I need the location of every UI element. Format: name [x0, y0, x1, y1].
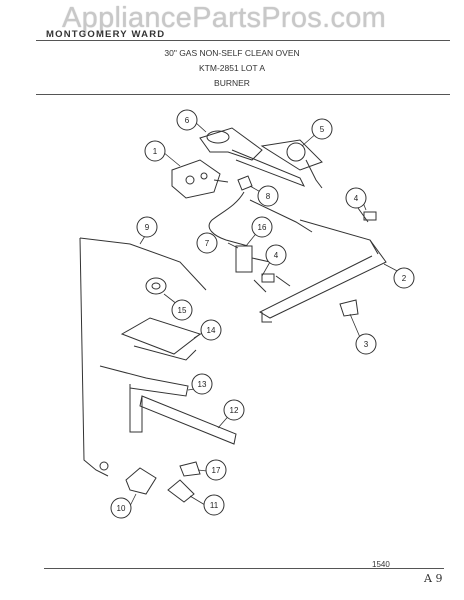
callout-12: 12 [223, 399, 245, 421]
svg-text:13: 13 [198, 380, 207, 389]
part-17-drawing [179, 461, 201, 477]
svg-text:7: 7 [205, 239, 210, 248]
svg-text:16: 16 [258, 223, 267, 232]
part-7-drawing [208, 191, 313, 247]
svg-text:4: 4 [274, 251, 279, 260]
callout-6: 6 [176, 109, 198, 131]
part-5-drawing [260, 139, 323, 189]
part-13-drawing [99, 365, 189, 433]
part-8-drawing [237, 175, 253, 191]
svg-text:12: 12 [230, 406, 239, 415]
svg-text:1: 1 [153, 147, 158, 156]
header-rule-bottom [36, 94, 450, 95]
svg-text:11: 11 [210, 501, 219, 510]
part-4a-drawing [357, 207, 377, 223]
part-4b-drawing [253, 273, 291, 293]
part-14-drawing [120, 317, 202, 361]
callout-4b: 4 [265, 244, 287, 266]
part-10-drawing [125, 467, 157, 495]
svg-text:17: 17 [212, 466, 221, 475]
svg-text:6: 6 [185, 116, 190, 125]
callout-10: 10 [110, 497, 132, 519]
part-12-drawing [139, 395, 237, 445]
header-rule-top [36, 40, 450, 41]
part-11-drawing [167, 479, 195, 503]
callout-14: 14 [200, 319, 222, 341]
callout-9: 9 [136, 216, 158, 238]
part-1-drawing [171, 159, 229, 199]
callout-1: 1 [144, 140, 166, 162]
callout-7: 7 [196, 232, 218, 254]
svg-text:15: 15 [178, 306, 187, 315]
callout-17: 17 [205, 459, 227, 481]
callout-15: 15 [171, 299, 193, 321]
callout-3: 3 [355, 333, 377, 355]
brand-label: MONTGOMERY WARD [46, 29, 166, 40]
svg-text:4: 4 [354, 194, 359, 203]
part-9-drawing [79, 237, 207, 477]
callouts: 1 2 3 4 4 5 6 [110, 109, 415, 519]
callout-2: 2 [393, 267, 415, 289]
drawing-number: 1540 [372, 560, 390, 569]
part-16-drawing [235, 245, 271, 273]
svg-text:5: 5 [320, 125, 325, 134]
callout-16: 16 [251, 216, 273, 238]
callout-8: 8 [257, 185, 279, 207]
part-6-drawing [199, 127, 306, 187]
svg-text:8: 8 [266, 192, 271, 201]
callout-5: 5 [311, 118, 333, 140]
svg-text:2: 2 [402, 274, 407, 283]
part-2-drawing [258, 219, 387, 323]
watermark: AppliancePartsPros.com [62, 2, 387, 34]
svg-text:3: 3 [364, 340, 369, 349]
svg-text:10: 10 [117, 504, 126, 513]
callout-11: 11 [203, 494, 225, 516]
svg-text:14: 14 [207, 326, 216, 335]
page-reference: A 9 [424, 572, 443, 585]
header-section: BURNER [214, 78, 250, 88]
callout-13: 13 [191, 373, 213, 395]
leader-lines [128, 121, 404, 509]
part-15-drawing [145, 277, 167, 295]
part-3-drawing [339, 299, 359, 317]
callout-4a: 4 [345, 187, 367, 209]
footer-rule [44, 568, 444, 569]
header-model: KTM-2851 LOT A [199, 63, 265, 73]
svg-text:9: 9 [145, 223, 150, 232]
header-title: 30" GAS NON-SELF CLEAN OVEN [164, 48, 300, 58]
